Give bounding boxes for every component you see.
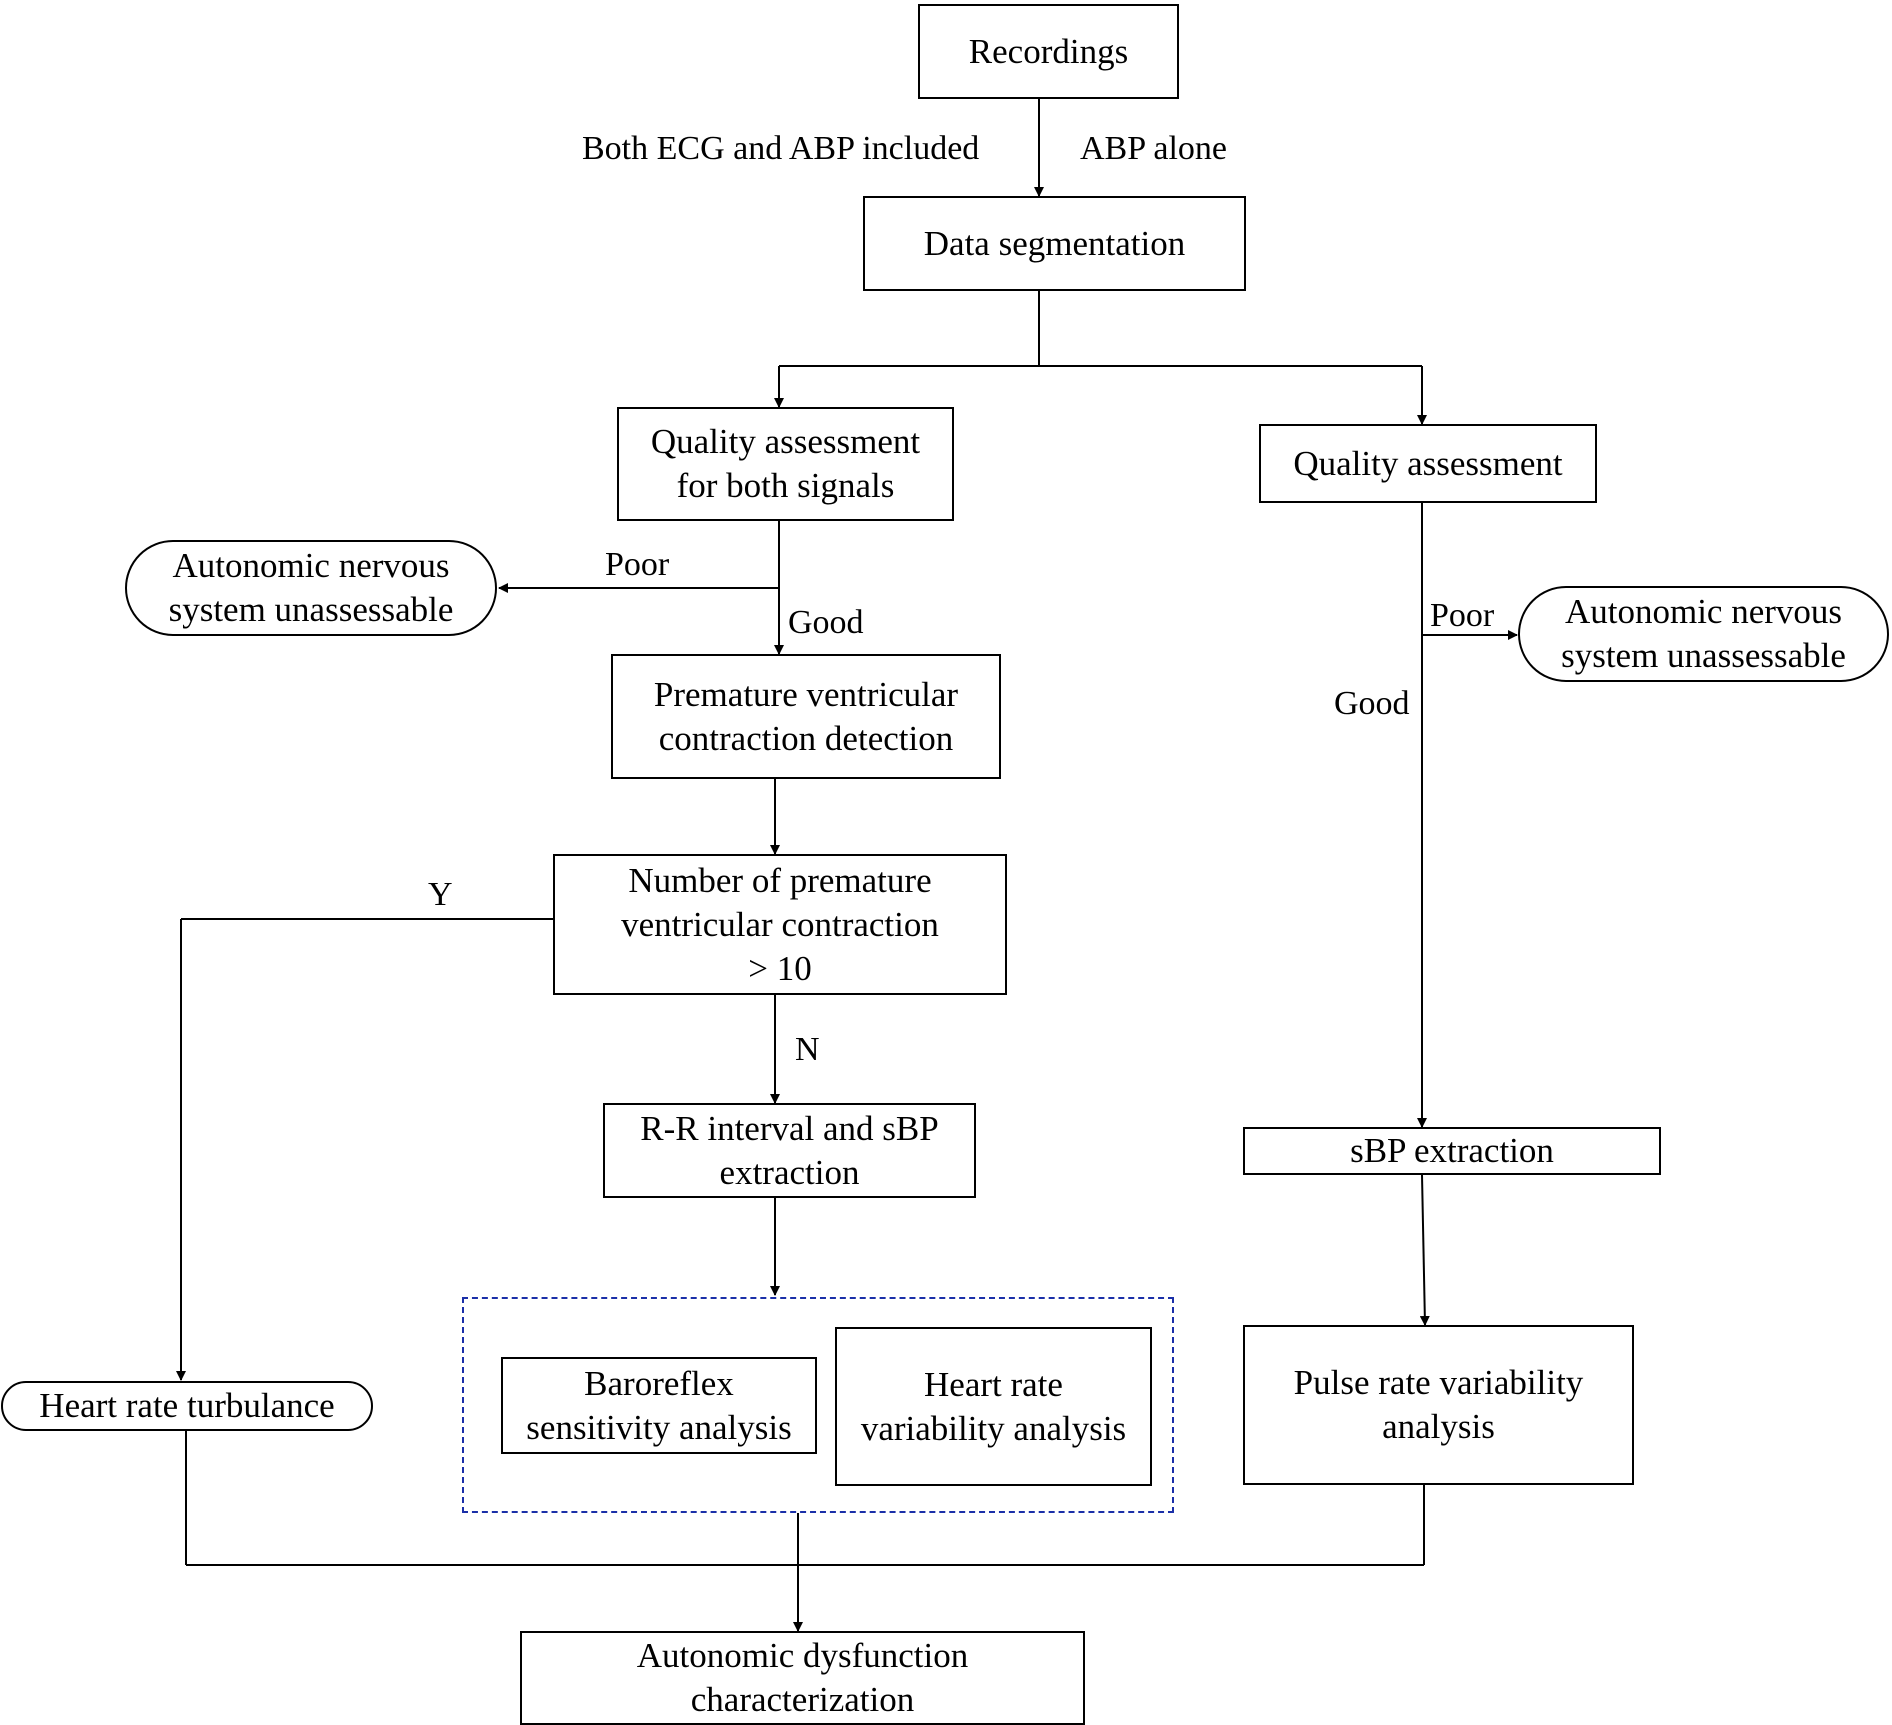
edge-label-poor-right: Poor	[1430, 597, 1495, 634]
edge-label-good-right: Good	[1334, 685, 1410, 722]
pulse-rate-variability-node: Pulse rate variability analysis	[1243, 1325, 1634, 1485]
pvc-number-label: Number of premature ventricular contract…	[621, 860, 939, 988]
quality-assessment-label: Quality assessment	[1293, 443, 1563, 483]
recordings-node: Recordings	[918, 4, 1179, 99]
ans-unassessable-left-label: Autonomic nervous system unassessable	[168, 546, 454, 629]
heart-rate-variability-label: Heart rate variability analysis	[860, 1364, 1127, 1448]
sbp-extraction-node: sBP extraction	[1243, 1127, 1661, 1175]
pulse-rate-variability-label: Pulse rate variability analysis	[1293, 1363, 1584, 1446]
edge-label-both-included: Both ECG and ABP included	[582, 130, 980, 167]
data-segmentation-node: Data segmentation	[863, 196, 1246, 291]
edge-sbp-prv	[1419, 1174, 1430, 1326]
quality-assessment-node: Quality assessment	[1259, 424, 1597, 503]
quality-assessment-both-node: Quality assessment for both signals	[617, 407, 954, 521]
edge-label-good-left: Good	[788, 604, 864, 641]
sbp-extraction-label: sBP extraction	[1350, 1131, 1554, 1170]
rr-sbp-extraction-node: R-R interval and sBP extraction	[603, 1103, 976, 1198]
edge-label-yes: Y	[428, 876, 453, 913]
data-segmentation-label: Data segmentation	[923, 223, 1186, 263]
autonomic-dysfunction-node: Autonomic dysfunction characterization	[520, 1631, 1085, 1725]
pvc-detection-label: Premature ventricular contraction detect…	[653, 674, 959, 758]
baroreflex-label: Baroreflex sensitivity analysis	[526, 1363, 792, 1447]
ans-unassessable-right-label: Autonomic nervous system unassessable	[1561, 592, 1846, 675]
baroreflex-node: Baroreflex sensitivity analysis	[501, 1357, 817, 1454]
autonomic-dysfunction-label: Autonomic dysfunction characterization	[636, 1636, 969, 1719]
edge-label-no: N	[795, 1031, 820, 1068]
rr-sbp-extraction-label: R-R interval and sBP extraction	[640, 1108, 939, 1192]
recordings-label: Recordings	[968, 31, 1129, 71]
ans-unassessable-right-node: Autonomic nervous system unassessable	[1518, 586, 1889, 682]
heart-rate-turbulance-node: Heart rate turbulance	[1, 1381, 373, 1431]
heart-rate-variability-node: Heart rate variability analysis	[835, 1327, 1152, 1486]
edge-label-abp-alone: ABP alone	[1080, 130, 1228, 167]
quality-assessment-both-label: Quality assessment for both signals	[650, 422, 921, 505]
edge-label-poor-left: Poor	[605, 546, 670, 583]
ans-unassessable-left-node: Autonomic nervous system unassessable	[125, 540, 497, 636]
heart-rate-turbulance-label: Heart rate turbulance	[39, 1386, 335, 1425]
hrv-brs-group	[462, 1297, 1174, 1513]
pvc-number-node: Number of premature ventricular contract…	[553, 854, 1007, 995]
pvc-detection-node: Premature ventricular contraction detect…	[611, 654, 1001, 779]
